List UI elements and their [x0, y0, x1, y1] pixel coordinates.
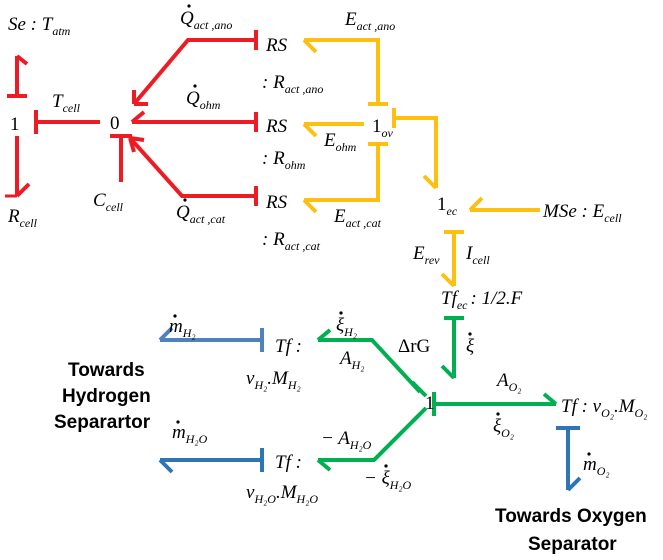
towards-hydrogen-line-2: Hydrogen — [62, 386, 151, 407]
dot-m-h2o — [176, 420, 180, 424]
r-ohm-label: : Rohm — [262, 148, 306, 172]
bond-e-act-ano — [304, 38, 380, 104]
ov-one-junction: 1ov — [372, 116, 394, 140]
towards-hydrogen-line-1: Towards — [68, 360, 145, 381]
e-rev-label: Erev — [412, 243, 440, 267]
nu-m-h2-label: νH₂.MH₂ — [246, 368, 301, 392]
half-arrow-e-act-ano — [302, 38, 318, 54]
q-ohm-label: Qohm — [186, 88, 221, 112]
e-ohm-label: Eohm — [323, 130, 357, 154]
xi-o2-label: ξO₂ — [493, 416, 514, 440]
half-arrow-e-ohm — [302, 122, 318, 138]
mse-e-cell-label: MSe : Ecell — [542, 201, 622, 225]
tf-o2-label: Tf : νO₂.MO₂ — [561, 396, 647, 420]
bond-chem-to-tf-h2o — [318, 412, 422, 462]
bond-e-act-cat — [304, 144, 380, 202]
e-act-ano-label: Eact ,ano — [344, 9, 395, 33]
dot-q-act-cat — [183, 198, 187, 202]
half-arrow-tf-h2 — [316, 328, 332, 342]
bonds-layer — [5, 30, 582, 492]
m-h2o-label: mH₂O — [172, 422, 208, 446]
arrowhead-q-act-cat-b — [129, 136, 145, 142]
a-o2-label: AO₂ — [495, 370, 521, 394]
dot-xi-o2 — [496, 412, 500, 416]
i-cell-label: Icell — [465, 243, 490, 267]
delta-rg-label: ΔrG — [398, 336, 431, 357]
c-cell-label: Ccell — [93, 190, 124, 214]
r-cell-label: Rcell — [7, 206, 38, 230]
r-act-cat-label: : Ract ,cat — [262, 229, 321, 253]
half-arrow-se — [15, 54, 29, 66]
half-arrow-e-act-cat — [302, 198, 318, 214]
minus-a-h2o-label: − AH₂O — [321, 428, 372, 452]
towards-oxygen-line-2: Separator — [528, 534, 617, 555]
ec-one-junction: 1ec — [437, 194, 458, 218]
q-act-cat-label: Qact ,cat — [176, 202, 226, 226]
zero-junction: 0 — [110, 113, 120, 134]
arrowhead-q-ohm — [130, 110, 146, 124]
se-t-atm-label: Se : Tatm — [8, 14, 71, 38]
thermal-one-junction: 1 — [10, 114, 20, 135]
half-arrow-tf-h2o — [316, 458, 332, 472]
dot-xi-h2 — [339, 311, 343, 315]
xi-dot-label: ξ — [466, 336, 475, 357]
half-arrow-rcell — [15, 182, 31, 198]
half-arrow-mse — [468, 196, 484, 212]
half-arrow-chem-one — [440, 364, 456, 380]
e-act-cat-label: Eact ,cat — [333, 206, 382, 230]
towards-hydrogen-line-3: Separartor — [54, 412, 151, 433]
bond-chem-to-tf-h2 — [318, 338, 422, 394]
dot-xi — [468, 332, 472, 336]
dot-m-h2 — [173, 314, 177, 318]
arrowhead-q-act-cat-a — [128, 137, 136, 153]
r-act-ano-label: : Ract ,ano — [262, 72, 323, 96]
towards-oxygen-line-1: Towards Oxygen — [495, 506, 647, 527]
causal-stroke-chem-left-top — [410, 380, 428, 398]
nu-m-h2o-label: νH₂O.MH₂O — [246, 482, 318, 506]
rs-cat-label: RS — [265, 192, 288, 213]
tf-h2o-label: Tf : — [275, 452, 302, 473]
half-arrow-tf-o2 — [542, 392, 558, 406]
causal-stroke-chem-left-bottom — [410, 406, 428, 424]
q-act-ano-label: Qact ,ano — [180, 8, 232, 32]
half-arrow-h2o-out — [158, 458, 174, 474]
rs-ohm-label: RS — [265, 116, 288, 137]
half-arrow-o2-out — [566, 476, 582, 492]
xi-h2-label: ξH₂ — [336, 315, 357, 339]
a-h2-label: AH₂ — [338, 348, 364, 372]
tf-h2-label: Tf : — [275, 336, 302, 357]
bond-ov-to-ec — [394, 116, 438, 188]
dot-q-ohm — [193, 84, 197, 88]
bond-q-act-ano — [132, 38, 256, 106]
m-h2-label: mH₂ — [169, 316, 196, 340]
bond-q-act-cat — [128, 136, 256, 198]
half-arrow-h2-out — [158, 326, 174, 342]
dot-xi-h2o — [384, 464, 388, 468]
t-cell-label: Tcell — [52, 91, 81, 115]
m-o2-label: mO₂ — [583, 454, 610, 478]
chem-one-junction: 1 — [425, 393, 435, 414]
dot-q-act-ano — [187, 4, 191, 8]
half-arrow-ec — [422, 174, 438, 190]
half-arrow-tf-ec — [440, 272, 456, 288]
minus-xi-h2o-label: − ξH₂O — [364, 468, 412, 492]
dot-m-o2 — [587, 452, 591, 456]
rs-ano-label: RS — [265, 35, 288, 56]
tf-ec-label: Tfec: 1/2.F — [441, 288, 523, 312]
